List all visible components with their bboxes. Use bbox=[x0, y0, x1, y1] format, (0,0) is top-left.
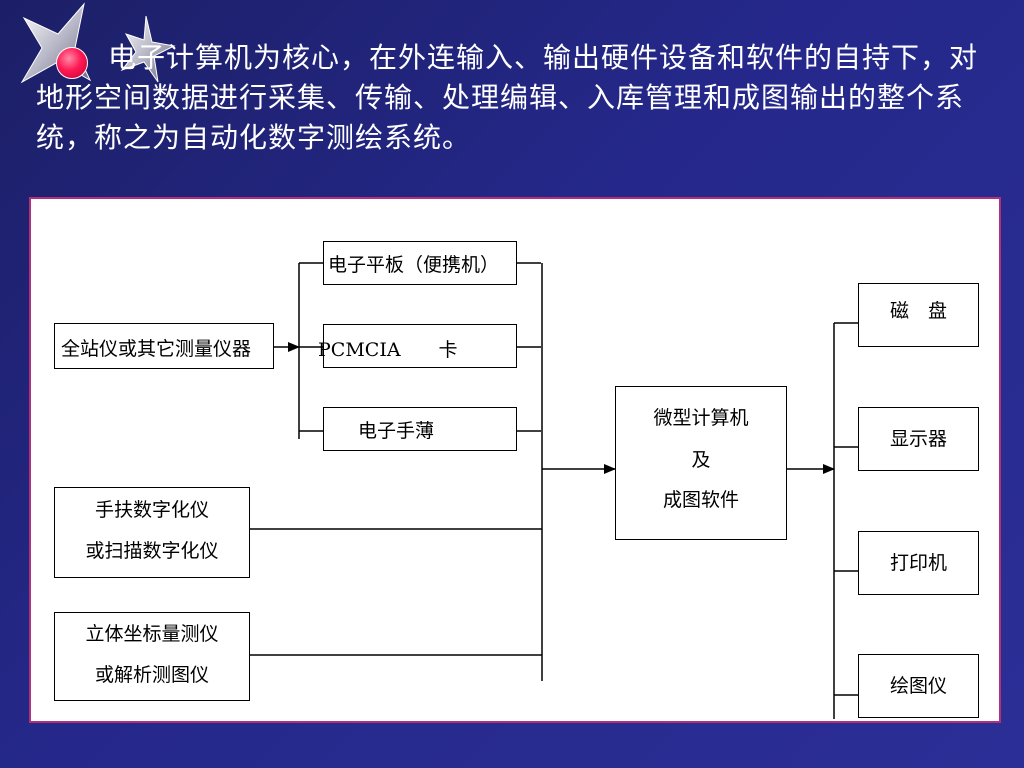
printer-box: 打印机 bbox=[858, 531, 979, 595]
survey-instruments-label: 全站仪或其它测量仪器 bbox=[61, 338, 252, 360]
digitizer-label-line2: 或扫描数字化仪 bbox=[85, 540, 219, 562]
bullet-icon bbox=[56, 47, 88, 79]
small-star-icon bbox=[120, 15, 176, 83]
microcomputer-label-line2: 及 bbox=[691, 449, 711, 471]
survey-instruments-box: 全站仪或其它测量仪器 bbox=[54, 323, 274, 369]
stereo-plotter-box: 立体坐标量测仪 或解析测图仪 bbox=[54, 612, 250, 701]
intro-paragraph: 电子计算机为核心，在外连输入、输出硬件设备和软件的自持下，对地形空间数据进行采集… bbox=[36, 41, 979, 154]
electronic-tablet-label: 电子平板（便携机） bbox=[328, 254, 500, 276]
electronic-field-book-box: 电子手薄 bbox=[323, 407, 517, 451]
diagram-connectors bbox=[250, 262, 858, 719]
plotter-box: 绘图仪 bbox=[858, 654, 979, 718]
microcomputer-label-line3: 成图软件 bbox=[662, 489, 739, 511]
printer-label: 打印机 bbox=[889, 552, 947, 574]
digitizer-label-line1: 手扶数字化仪 bbox=[94, 499, 209, 521]
disk-box: 磁 盘 bbox=[858, 283, 979, 347]
system-diagram: 全站仪或其它测量仪器 电子平板（便携机） PCMCIA 卡 电子手薄 手扶数字化… bbox=[29, 197, 1001, 723]
stereo-plotter-label-line1: 立体坐标量测仪 bbox=[85, 623, 219, 645]
electronic-field-book-label: 电子手薄 bbox=[358, 420, 435, 442]
monitor-box: 显示器 bbox=[858, 407, 979, 471]
plotter-label: 绘图仪 bbox=[889, 675, 947, 697]
microcomputer-label-line1: 微型计算机 bbox=[653, 407, 749, 429]
monitor-label: 显示器 bbox=[889, 428, 947, 450]
pcmcia-card-label: PCMCIA 卡 bbox=[318, 339, 458, 361]
digitizer-box: 手扶数字化仪 或扫描数字化仪 bbox=[54, 487, 250, 578]
electronic-tablet-box: 电子平板（便携机） bbox=[323, 241, 517, 285]
microcomputer-box: 微型计算机 及 成图软件 bbox=[615, 386, 787, 540]
pcmcia-card-box: PCMCIA 卡 bbox=[318, 324, 517, 368]
stereo-plotter-label-line2: 或解析测图仪 bbox=[94, 664, 209, 686]
disk-label: 磁 盘 bbox=[889, 300, 947, 322]
